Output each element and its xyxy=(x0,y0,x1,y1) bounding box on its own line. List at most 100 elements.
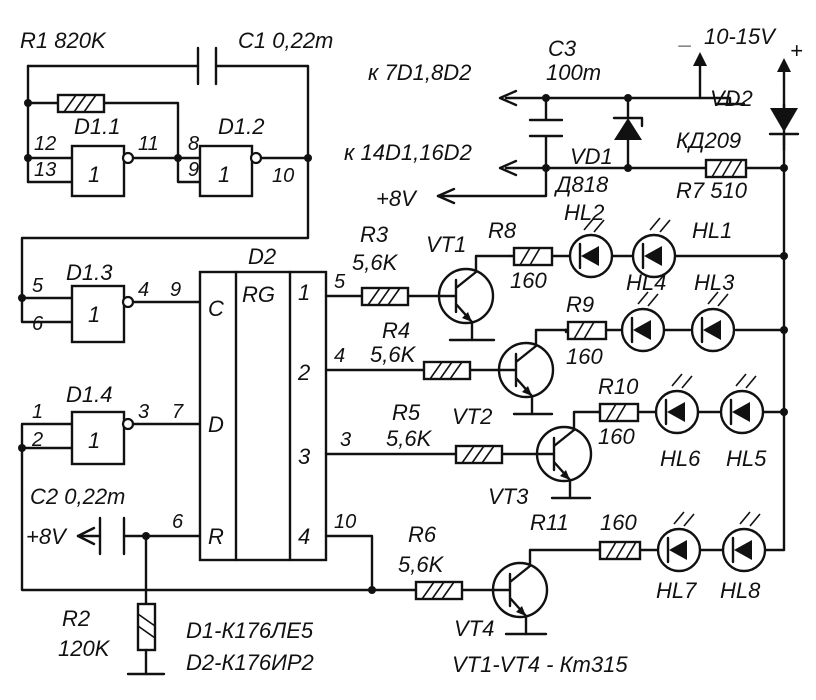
pin-2: 2 xyxy=(31,429,43,451)
r2-value: 120K xyxy=(58,636,111,661)
oscillator-section xyxy=(20,46,312,300)
d2-chip xyxy=(198,270,328,562)
pin-6r: 6 xyxy=(172,511,184,533)
pin-9b: 9 xyxy=(170,279,181,301)
hl7-label: HL7 xyxy=(656,578,697,603)
vt3-transistor xyxy=(535,410,600,500)
d2-label: D2 xyxy=(248,244,276,269)
d1-4-fn: 1 xyxy=(88,428,100,453)
hl4-led xyxy=(620,307,666,353)
transistors xyxy=(437,254,600,636)
d1-3-gate xyxy=(70,284,126,344)
gates-section xyxy=(18,284,374,592)
hl3-label: HL3 xyxy=(694,270,735,295)
r4-name: R4 xyxy=(382,318,410,343)
r3-name: R3 xyxy=(360,222,389,247)
r7-label: R7 510 xyxy=(676,178,748,203)
d2-rg-label: RG xyxy=(242,282,275,307)
hl8-label: HL8 xyxy=(720,578,761,603)
vd2-label: VD2 xyxy=(710,86,753,111)
legend-vt: VT1-VT4 - Кт315 xyxy=(452,652,628,677)
r9-name: R9 xyxy=(566,292,594,317)
r11-name: R11 xyxy=(530,510,569,535)
pin-9: 9 xyxy=(188,159,199,181)
pin-7: 7 xyxy=(172,401,184,423)
to-14d1-label: к 14D1,16D2 xyxy=(344,140,472,165)
r11-value: 160 xyxy=(600,510,637,535)
d2-q1: 1 xyxy=(298,280,310,305)
d1-2-fn: 1 xyxy=(218,162,230,187)
led-rows xyxy=(508,102,788,573)
r1-label: R1 820K xyxy=(20,28,107,53)
vt1-label: VT1 xyxy=(426,232,466,257)
d1-2-label: D1.2 xyxy=(218,114,264,139)
d1-4-gate xyxy=(70,410,126,466)
c3-value: 100m xyxy=(546,60,601,85)
c2-label: C2 0,22m xyxy=(30,484,125,509)
hl1-led xyxy=(631,233,677,279)
pin-q4n: 10 xyxy=(334,511,356,533)
labels: R1 820K C1 0,22m D1.1 D1.2 1 1 12 13 11 … xyxy=(20,24,803,677)
d2-r-label: R xyxy=(208,524,224,549)
pin-q2n: 4 xyxy=(334,345,345,367)
c3-label: C3 xyxy=(548,36,577,61)
r10-name: R10 xyxy=(598,374,639,399)
pin-13: 13 xyxy=(34,159,56,181)
hl6-led xyxy=(654,389,700,435)
r2-name: R2 xyxy=(62,606,90,631)
r10-value: 160 xyxy=(598,424,635,449)
pin-3: 3 xyxy=(138,401,149,423)
r8-name: R8 xyxy=(488,218,517,243)
r10-resistor xyxy=(598,402,640,423)
vt2-transistor xyxy=(497,328,568,416)
hl3-led xyxy=(690,307,736,353)
pin-q1n: 5 xyxy=(334,271,346,293)
r9-resistor xyxy=(566,320,608,341)
d2-register xyxy=(198,270,328,562)
hl4-label: HL4 xyxy=(626,270,666,295)
hl2-label: HL2 xyxy=(564,200,604,225)
hl8-led xyxy=(721,527,767,573)
legend-d1: D1-К176ЛЕ5 xyxy=(186,618,314,643)
plus8v-mid: +8V xyxy=(376,186,418,211)
hl6-label: HL6 xyxy=(660,446,701,471)
d1-3-label: D1.3 xyxy=(66,260,113,285)
supply-plus: + xyxy=(790,38,803,63)
d2-q4: 4 xyxy=(298,524,310,549)
vt4-transistor xyxy=(491,548,600,636)
r9-value: 160 xyxy=(566,344,603,369)
pin-q3n: 3 xyxy=(340,429,351,451)
vt2-label: VT2 xyxy=(452,404,492,429)
hl7-led xyxy=(656,527,702,573)
vd1-type: Д818 xyxy=(553,172,609,197)
hl2-led xyxy=(568,233,614,279)
pin-1: 1 xyxy=(32,401,43,423)
r8-resistor xyxy=(512,246,554,267)
hl5-label: HL5 xyxy=(726,446,767,471)
legend-d2: D2-К176ИР2 xyxy=(186,650,314,675)
pin-10: 10 xyxy=(272,165,294,187)
d2-d-label: D xyxy=(208,412,224,437)
pin-12: 12 xyxy=(34,133,56,155)
pin-6: 6 xyxy=(32,313,44,335)
r6-value: 5,6K xyxy=(398,552,445,577)
r6-name: R6 xyxy=(408,522,437,547)
outputs xyxy=(324,286,540,601)
d1-1-gate xyxy=(70,144,126,198)
r11-resistor xyxy=(598,540,642,561)
d1-4-label: D1.4 xyxy=(66,382,112,407)
r5-value: 5,6K xyxy=(386,426,433,451)
to-7d1-label: к 7D1,8D2 xyxy=(368,60,471,85)
vt4-label: VT4 xyxy=(454,616,494,641)
supply-minus: _ xyxy=(678,24,692,49)
r3-value: 5,6K xyxy=(352,250,399,275)
plus8v-left: +8V xyxy=(26,524,68,549)
pin-4: 4 xyxy=(138,279,149,301)
d2-q2: 2 xyxy=(297,360,310,385)
power-supply xyxy=(436,52,800,205)
r7-resistor xyxy=(704,158,748,179)
d1-3-fn: 1 xyxy=(88,302,100,327)
pin-11: 11 xyxy=(138,133,159,155)
c1-label: C1 0,22m xyxy=(238,28,333,53)
